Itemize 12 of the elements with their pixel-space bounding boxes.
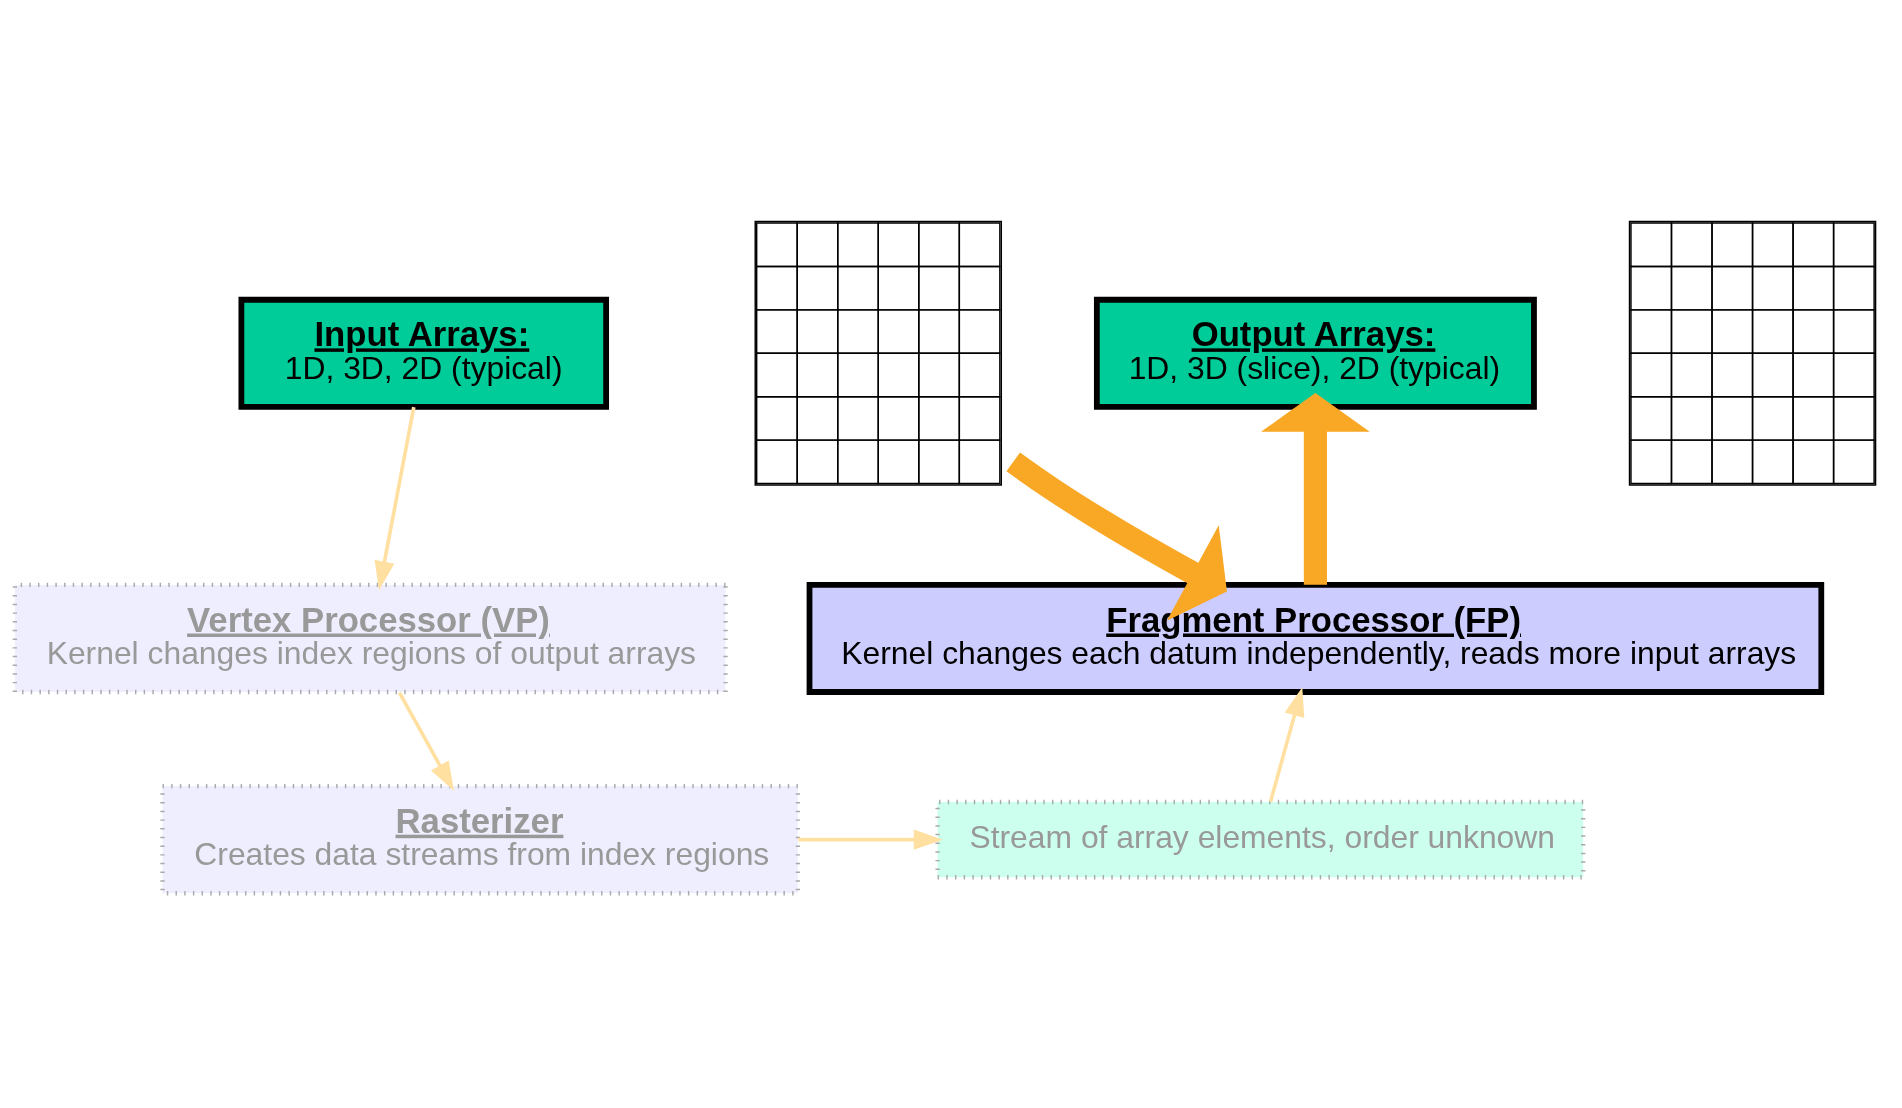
node-box: Output Arrays: 1D, 3D (slice), 2D (typical) [1093, 296, 1537, 410]
node-box: Input Arrays: 1D, 3D, 2D (typical) [238, 296, 610, 410]
node-box: Rasterizer Creates data streams from index regions [160, 783, 801, 895]
arrow [798, 829, 943, 850]
node-box: Vertex Processor (VP) Kernel changes index regions of output arrays [12, 582, 728, 694]
arrow [374, 406, 416, 590]
arrow [1261, 392, 1370, 585]
arrow [1268, 686, 1305, 802]
node-box: Fragment Processor (FP) Kernel changes each datum independently, reads more input arrays [806, 581, 1825, 695]
arrow [1006, 452, 1227, 621]
node-box: Stream of array elements, order unknown [935, 799, 1586, 879]
arrow [397, 691, 454, 791]
